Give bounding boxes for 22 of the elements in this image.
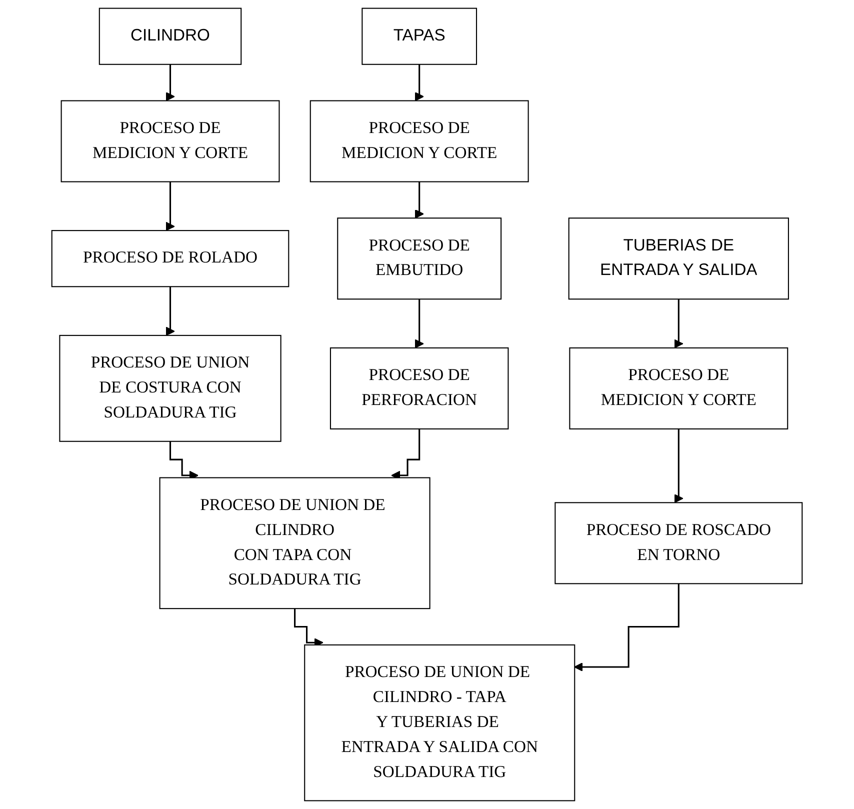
arrow (166, 180, 175, 231)
arrow (574, 582, 680, 672)
node-box: PROCESO DE EMBUTIDO (337, 218, 502, 300)
node-box: PROCESO DE UNION DE COSTURA CON SOLDADURA TIG (59, 334, 282, 442)
arrow (414, 64, 424, 102)
arrow (674, 298, 684, 348)
arrow (166, 64, 175, 102)
node-box: PROCESO DE MEDICION Y CORTE (569, 347, 788, 430)
arrow (166, 286, 175, 336)
arrow (674, 428, 684, 504)
node-box: PROCESO DE ROSCADO EN TORNO (554, 502, 803, 584)
node-box: TAPAS (362, 8, 478, 65)
node-box: PROCESO DE PERFORACION (330, 347, 509, 430)
arrow (414, 298, 424, 348)
node-box: PROCESO DE MEDICION Y CORTE (60, 100, 280, 182)
node-box: PROCESO DE MEDICION Y CORTE (310, 100, 529, 182)
node-box: CILINDRO (98, 8, 242, 65)
node-box: PROCESO DE UNION DE CILINDRO - TAPA Y TUBERIAS DE ENTRADA Y SALIDA CON SOLDADURA TIG (304, 644, 576, 802)
arrow (414, 180, 424, 218)
node-box: PROCESO DE ROLADO (51, 230, 290, 288)
node-box: PROCESO DE UNION DE CILINDRO CON TAPA CON SOLDADURA TIG (159, 477, 430, 610)
node-box: TUBERIAS DE ENTRADA Y SALIDA (568, 218, 789, 300)
